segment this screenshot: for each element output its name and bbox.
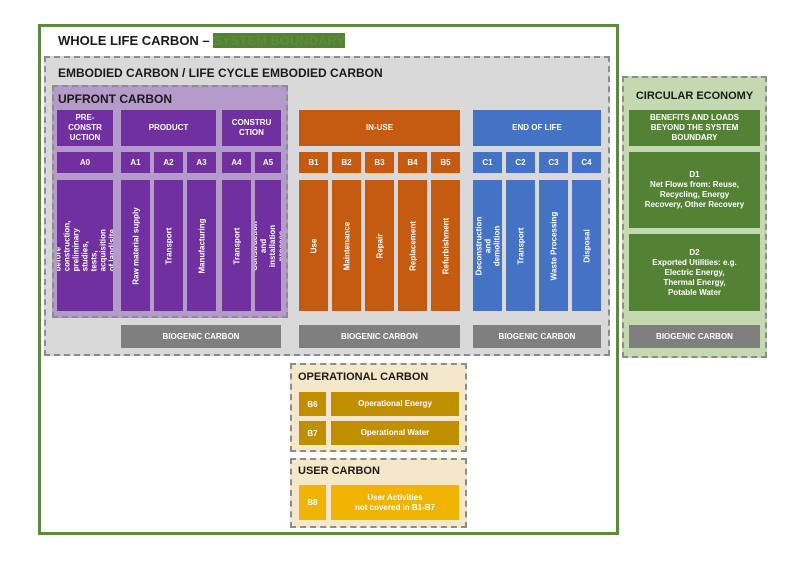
module-bar-a1: Raw material supply: [121, 180, 150, 311]
module-code-c2: C2: [506, 152, 535, 173]
module-code-a0: A0: [57, 152, 113, 173]
d1-code: D1: [689, 170, 700, 179]
embodied-carbon-title: EMBODIED CARBON / LIFE CYCLE EMBODIED CA…: [58, 66, 383, 80]
module-code-c4: C4: [572, 152, 601, 173]
module-bar-b4: Replacement: [398, 180, 427, 311]
module-code-b5: B5: [431, 152, 460, 173]
module-label-a5: Construction and installation process: [255, 220, 281, 271]
module-bar-b3: Repair: [365, 180, 394, 311]
biogenic-carbon-circular: BIOGENIC CARBON: [629, 325, 760, 348]
module-code-b6: B6: [299, 392, 326, 416]
module-bar-c1: Deconstruction and demolition: [473, 180, 502, 311]
biogenic-carbon-end-of-life: BIOGENIC CARBON: [473, 325, 601, 348]
module-code-a5: A5: [255, 152, 281, 173]
module-bar-a2: Transport: [154, 180, 183, 311]
whole-life-title: WHOLE LIFE CARBON – SYSTEM BOUNDARY: [58, 33, 345, 48]
module-bar-b2: Maintenance: [332, 180, 361, 311]
module-code-b2: B2: [332, 152, 361, 173]
module-bar-a3: Manufacturing: [187, 180, 216, 311]
module-label-c4: Disposal: [582, 228, 591, 263]
header-in-use: IN-USE: [299, 110, 460, 146]
module-code-a1: A1: [121, 152, 150, 173]
operational-energy-box: Operational Energy: [331, 392, 459, 416]
header-product: PRODUCT: [121, 110, 216, 146]
module-label-c1: Deconstruction and demolition: [474, 216, 501, 275]
operational-carbon-title: OPERATIONAL CARBON: [298, 371, 429, 383]
biogenic-carbon-upfront: BIOGENIC CARBON: [121, 325, 281, 348]
module-label-c3: Waste Processing: [549, 211, 558, 280]
d1-text: Net Flows from: Reuse, Recycling, Energy…: [644, 180, 745, 209]
module-label-a2: Transport: [164, 227, 173, 264]
operational-water-box: Operational Water: [331, 421, 459, 445]
circular-economy-title: CIRCULAR ECONOMY: [635, 90, 754, 102]
module-code-b3: B3: [365, 152, 394, 173]
header-end-of-life: END OF LIFE: [473, 110, 601, 146]
upfront-carbon-title: UPFRONT CARBON: [58, 92, 172, 106]
user-activities-box: User Activities not covered in B1-B7: [331, 485, 459, 520]
module-code-b7: B7: [299, 421, 326, 445]
module-label-a4: Transport: [232, 227, 241, 264]
d2-text: Exported Utilities: e.g. Electric Energy…: [652, 257, 737, 297]
header-construction: CONSTRU CTION: [222, 110, 281, 146]
module-bar-c3: Waste Processing: [539, 180, 568, 311]
d2-code: D2: [689, 247, 700, 257]
module-code-b4: B4: [398, 152, 427, 173]
module-bar-c2: Transport: [506, 180, 535, 311]
module-label-a3: Manufacturing: [197, 217, 206, 274]
module-bar-c4: Disposal: [572, 180, 601, 311]
d2-box: D2 Exported Utilities: e.g. Electric Ene…: [629, 234, 760, 311]
module-code-c1: C1: [473, 152, 502, 173]
module-code-a3: A3: [187, 152, 216, 173]
module-label-b1: Use: [309, 238, 318, 253]
whole-life-title-prefix: WHOLE LIFE CARBON –: [58, 33, 214, 48]
module-bar-a5: Construction and installation process: [255, 180, 281, 311]
module-bar-a4: Transport: [222, 180, 251, 311]
module-code-c3: C3: [539, 152, 568, 173]
module-label-b4: Replacement: [408, 220, 417, 271]
module-label-c2: Transport: [516, 227, 525, 264]
module-code-b1: B1: [299, 152, 328, 173]
header-pre-construction: PRE- CONSTR UCTION: [57, 110, 113, 146]
module-label-b3: Repair: [375, 233, 384, 258]
user-carbon-title: USER CARBON: [298, 465, 380, 477]
module-label-a0: Non-physical processes before constructi…: [57, 220, 113, 271]
module-code-a4: A4: [222, 152, 251, 173]
module-bar-b1: Use: [299, 180, 328, 311]
module-bar-a0: Non-physical processes before constructi…: [57, 180, 113, 311]
biogenic-carbon-in-use: BIOGENIC CARBON: [299, 325, 460, 348]
module-code-b8: B8: [299, 485, 326, 520]
d1-box: D1 Net Flows from: Reuse, Recycling, Ene…: [629, 152, 760, 228]
module-label-b5: Refurbishment: [441, 217, 450, 274]
module-code-a2: A2: [154, 152, 183, 173]
module-bar-b5: Refurbishment: [431, 180, 460, 311]
module-label-a1: Raw material supply: [131, 206, 140, 285]
benefits-loads-box: BENEFITS AND LOADS BEYOND THE SYSTEM BOU…: [629, 110, 760, 146]
system-boundary-label: SYSTEM BOUNDARY: [213, 33, 345, 48]
module-label-b2: Maintenance: [342, 221, 351, 270]
